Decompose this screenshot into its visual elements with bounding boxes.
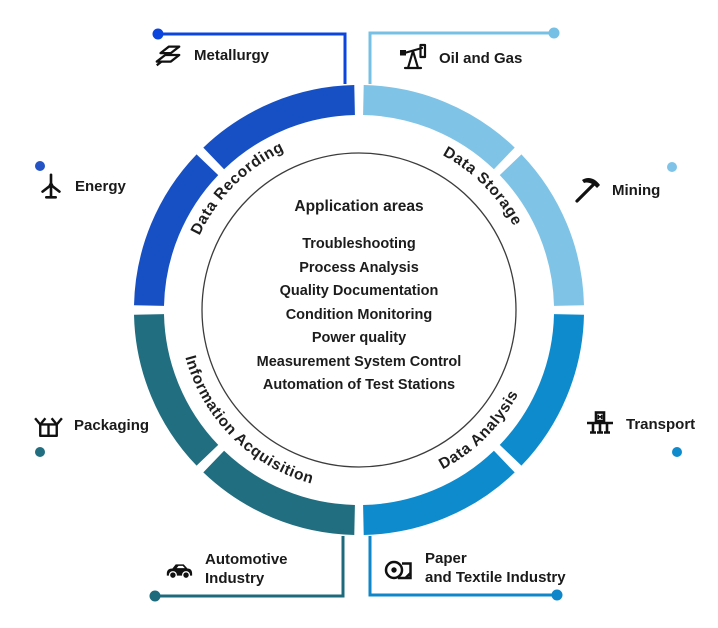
- industry-label-line: Paper: [425, 550, 467, 567]
- automotive-endpoint-dot: [149, 590, 161, 602]
- ring-segment-information-acquisition-b: [134, 313, 219, 466]
- ring-segment-data-analysis-b: [362, 450, 515, 535]
- ring-segment-data-recording-a: [134, 154, 219, 307]
- ring-segment-data-analysis-a: [499, 313, 584, 466]
- application-item: Quality Documentation: [279, 283, 439, 299]
- industry-label: Packaging: [74, 417, 150, 434]
- industry-mining: Mining: [571, 174, 660, 206]
- oil-and-gas-endpoint-dot: [548, 27, 560, 39]
- ring-segment-data-storage-b: [499, 154, 584, 307]
- industry-label: Transport: [626, 415, 696, 433]
- industry-oil-and-gas: Oil and Gas: [398, 42, 522, 74]
- gantry-crane-icon: [583, 408, 617, 440]
- metallurgy-endpoint-dot: [152, 28, 164, 40]
- industry-label-line: Industry: [205, 570, 265, 587]
- packaging-endpoint-dot: [35, 447, 45, 457]
- industry-label-line: and Textile Industry: [425, 569, 566, 586]
- mining-endpoint-dot: [667, 162, 677, 172]
- center-panel: Application areas Troubleshooting Proces…: [199, 196, 519, 398]
- transport-endpoint-dot: [672, 447, 682, 457]
- metallurgy-icon: [151, 40, 185, 70]
- application-item: Automation of Test Stations: [262, 377, 456, 393]
- industry-label-line: Automotive: [205, 551, 288, 568]
- paper-textile-endpoint-dot: [551, 589, 563, 601]
- industry-metallurgy: Metallurgy: [151, 40, 269, 70]
- industry-paper-textile: Paper and Textile Industry: [382, 549, 566, 587]
- paper-roll-icon: [382, 552, 416, 584]
- industry-label: Energy: [75, 177, 126, 195]
- ring-label-data-analysis: Data Analysis: [436, 387, 521, 473]
- pumpjack-icon: [398, 42, 430, 74]
- center-heading: Application areas: [294, 198, 424, 215]
- application-item: Measurement System Control: [256, 353, 462, 370]
- application-item: Process Analysis: [299, 259, 419, 276]
- application-item: Troubleshooting: [302, 236, 416, 252]
- wind-turbine-icon: [36, 171, 66, 201]
- connector-paper-textile: [368, 536, 557, 597]
- connector-oil-and-gas: [368, 31, 554, 84]
- energy-endpoint-dot: [35, 161, 45, 171]
- connector-metallurgy: [158, 32, 347, 84]
- ring-segment-data-storage-a: [362, 85, 515, 170]
- application-item: Power quality: [311, 330, 407, 346]
- inner-circle-outline: [201, 152, 517, 468]
- industry-packaging: Packaging: [32, 409, 149, 442]
- svg-text:Data Analysis: Data Analysis: [436, 387, 522, 473]
- connector-automotive: [155, 536, 345, 598]
- pickaxe-icon: [571, 174, 603, 206]
- open-box-icon: [32, 409, 65, 442]
- car-icon: [162, 554, 196, 584]
- industry-label: Oil and Gas: [439, 49, 523, 67]
- industry-automotive: Automotive Industry: [162, 550, 288, 588]
- industry-label: Metallurgy: [194, 46, 270, 64]
- ring-segment-data-recording-b: [203, 85, 356, 170]
- application-item: Condition Monitoring: [285, 306, 433, 323]
- ring-segment-information-acquisition-a: [203, 450, 356, 535]
- industry-transport: Transport: [583, 408, 695, 440]
- industry-label: Mining: [612, 181, 661, 199]
- industry-energy: Energy: [36, 171, 126, 201]
